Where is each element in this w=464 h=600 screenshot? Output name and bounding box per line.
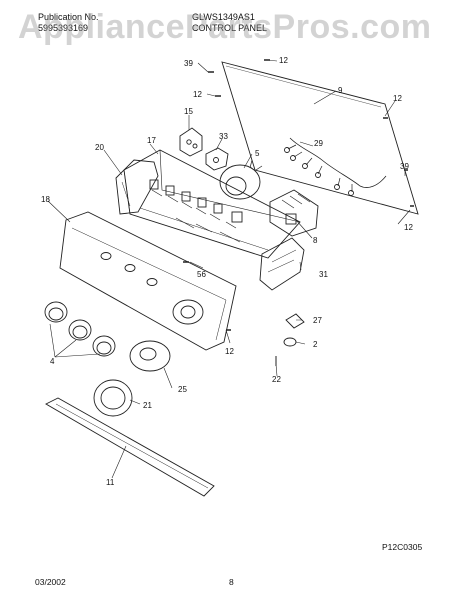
switch-15 xyxy=(179,127,203,157)
callout-12-b: 12 xyxy=(279,56,288,65)
callout-22: 22 xyxy=(272,375,281,384)
switch-block-8 xyxy=(269,189,319,237)
callout-56: 56 xyxy=(197,270,206,279)
model-number: GLWS1349AS1 xyxy=(192,12,255,22)
callout-9: 9 xyxy=(338,86,343,95)
callout-18: 18 xyxy=(41,195,50,204)
watermark: AppliancePartsPros.com xyxy=(18,8,432,46)
knob-3 xyxy=(92,335,116,357)
wiring-harness xyxy=(289,137,387,188)
switch-33 xyxy=(205,147,229,171)
publication-label: Publication No. xyxy=(38,12,99,22)
callout-21: 21 xyxy=(143,401,152,410)
callout-2: 2 xyxy=(313,340,318,349)
callout-39-right: 39 xyxy=(400,162,409,171)
callout-15: 15 xyxy=(184,107,193,116)
trim-strip-11 xyxy=(45,397,215,497)
section-title: CONTROL PANEL xyxy=(192,23,268,33)
part-27 xyxy=(285,313,305,329)
footer-date: 03/2002 xyxy=(35,577,66,587)
figure-code: P12C0305 xyxy=(382,542,423,552)
callout-12-d: 12 xyxy=(404,223,413,232)
callout-20: 20 xyxy=(95,143,104,152)
console-housing xyxy=(123,149,301,259)
control-panel-front xyxy=(59,211,237,351)
end-cap-left xyxy=(115,159,159,215)
callout-11: 11 xyxy=(106,478,115,487)
callout-31: 31 xyxy=(319,270,328,279)
callout-12-c: 12 xyxy=(393,94,402,103)
knob-1 xyxy=(44,301,68,323)
rear-panel xyxy=(221,61,419,215)
callout-39-top: 39 xyxy=(184,59,193,68)
callout-17: 17 xyxy=(147,136,156,145)
part-2 xyxy=(283,337,297,347)
callout-4: 4 xyxy=(50,357,55,366)
callout-12-a: 12 xyxy=(193,90,202,99)
callout-29: 29 xyxy=(314,139,323,148)
callout-27: 27 xyxy=(313,316,322,325)
knob-2 xyxy=(68,319,92,341)
footer-page: 8 xyxy=(229,577,234,587)
callout-5: 5 xyxy=(255,149,260,158)
callout-33: 33 xyxy=(219,132,228,141)
end-cap-right xyxy=(259,237,305,291)
publication-number: 5995393169 xyxy=(38,23,89,33)
dial-25 xyxy=(129,340,171,372)
ring-21 xyxy=(93,379,133,417)
callout-12-e: 12 xyxy=(225,347,234,356)
callout-25: 25 xyxy=(178,385,187,394)
timer-5 xyxy=(219,164,261,200)
callout-8: 8 xyxy=(313,236,318,245)
